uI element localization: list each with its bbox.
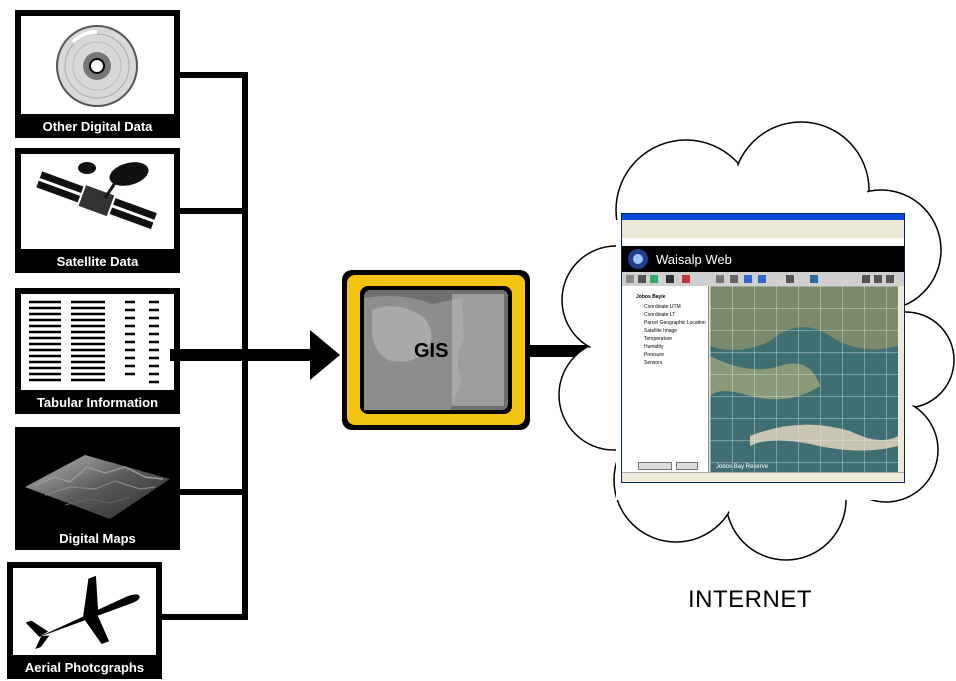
tile-caption: Tabular Information	[36, 395, 159, 410]
layer-item[interactable]: Coordinate LT	[644, 312, 676, 318]
gis-label: GIS	[414, 340, 449, 362]
tile-panel	[21, 154, 174, 249]
tool-icon[interactable]	[786, 275, 794, 283]
tile-caption: Other Digital Data	[42, 119, 153, 134]
layer-item[interactable]: Temperature	[644, 336, 673, 342]
satellite-icon	[36, 162, 157, 230]
table-icon	[29, 300, 159, 384]
internet-label: INTERNET	[688, 586, 812, 613]
layer-item[interactable]: Humidity	[644, 344, 664, 350]
terrain-icon	[25, 455, 170, 519]
panel-button[interactable]	[676, 462, 698, 470]
tool-icon[interactable]	[682, 275, 690, 283]
app-title: Waisalp Web	[656, 252, 732, 267]
source-tile-satellite-data: Satellite Data	[15, 148, 180, 273]
connector-line	[180, 489, 248, 495]
connector-line	[162, 614, 248, 620]
tool-icon[interactable]	[730, 275, 738, 283]
airplane-icon	[25, 575, 140, 649]
tool-icon[interactable]	[744, 275, 752, 283]
app-toolbar	[622, 272, 904, 286]
layer-item[interactable]: Parcel Geographic Location	[644, 320, 706, 326]
tile-caption: Satellite Data	[56, 254, 139, 269]
tool-icon[interactable]	[626, 275, 634, 283]
cd-icon	[56, 25, 138, 107]
arrow-to-gis	[170, 330, 340, 380]
panel-button[interactable]	[638, 462, 672, 470]
tile-panel	[21, 294, 174, 390]
connector-bus	[242, 72, 248, 620]
tile-panel	[21, 16, 174, 114]
layer-item[interactable]: Coordinate UTM	[644, 304, 681, 310]
tool-icon[interactable]	[758, 275, 766, 283]
source-tile-tabular-information: Tabular Information	[15, 288, 180, 414]
browser-window: Waisalp Web Jobos Bayle Coordinate UTM C…	[621, 213, 905, 483]
tool-icon[interactable]	[874, 275, 882, 283]
tool-icon[interactable]	[716, 275, 724, 283]
connector-line	[180, 72, 248, 78]
window-titlebar	[622, 214, 904, 220]
app-logo-icon	[628, 249, 648, 269]
tile-caption: Aerial Photcgraphs	[24, 660, 145, 675]
source-tile-aerial-photographs: Aerial Photcgraphs	[7, 562, 162, 679]
layer-panel: Jobos Bayle Coordinate UTM Coordinate LT…	[622, 286, 709, 472]
tile-caption: Digital Maps	[59, 531, 136, 546]
gis-screen-icon	[342, 270, 530, 430]
menu-bar	[622, 220, 904, 226]
layer-item[interactable]: Sensors	[644, 360, 663, 366]
tool-icon[interactable]	[886, 275, 894, 283]
tile-panel	[13, 568, 156, 655]
map-caption: Jobos Bay Reserve	[716, 464, 769, 470]
satellite-map[interactable]: Jobos Bay Reserve	[710, 286, 898, 472]
layer-root[interactable]: Jobos Bayle	[636, 294, 666, 300]
source-tile-other-digital-data: Other Digital Data	[15, 10, 180, 138]
source-tile-digital-maps: Digital Maps	[15, 427, 180, 550]
layer-item[interactable]: Satellite Image	[644, 328, 678, 334]
tool-icon[interactable]	[862, 275, 870, 283]
tool-icon[interactable]	[650, 275, 658, 283]
tool-icon[interactable]	[638, 275, 646, 283]
layer-item[interactable]: Pressure	[644, 352, 665, 358]
tool-icon[interactable]	[810, 275, 818, 283]
app-header: Waisalp Web	[622, 246, 904, 272]
connector-line	[180, 208, 248, 214]
tool-icon[interactable]	[666, 275, 674, 283]
status-bar	[622, 472, 904, 482]
gis-box: GIS	[342, 270, 530, 430]
